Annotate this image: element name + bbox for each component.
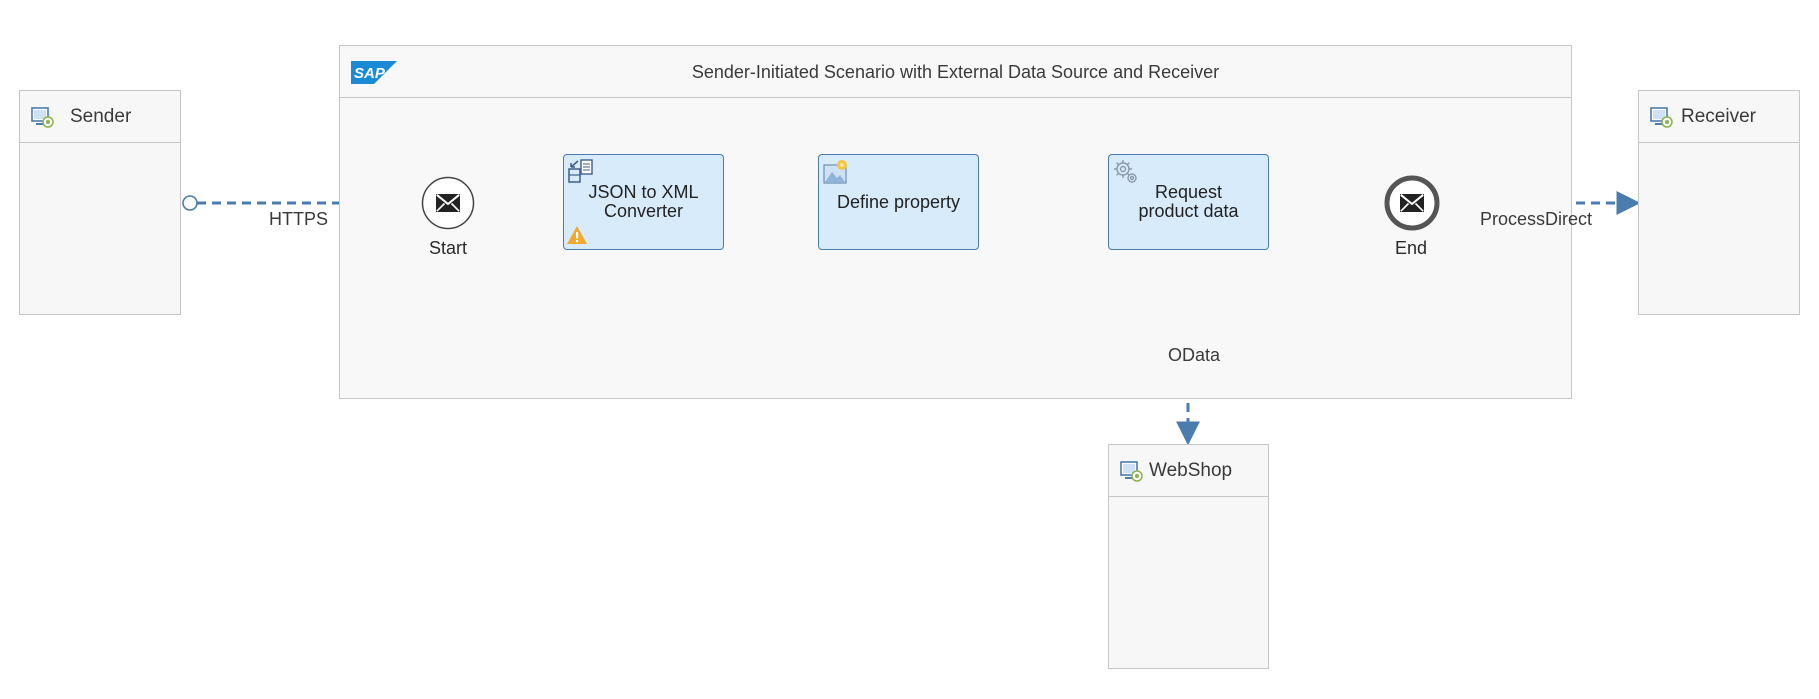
participant-icon bbox=[31, 106, 54, 128]
define-property-step[interactable]: Define property bbox=[818, 154, 979, 250]
participant-icon bbox=[1120, 460, 1143, 482]
define-property-label: Define property bbox=[836, 191, 961, 212]
json-to-xml-converter-label: JSON to XML Converter bbox=[588, 182, 699, 221]
json-to-xml-converter-step[interactable]: JSON to XML Converter bbox=[563, 154, 724, 250]
https-channel-label[interactable]: HTTPS bbox=[269, 209, 329, 229]
converter-icon bbox=[568, 159, 593, 183]
svg-text:SAP: SAP bbox=[354, 65, 386, 82]
processdirect-channel-label[interactable]: ProcessDirect bbox=[1480, 209, 1593, 229]
sender-participant[interactable]: Sender bbox=[19, 90, 181, 315]
end-event-label: End bbox=[1394, 238, 1428, 258]
integration-process-title: Sender-Initiated Scenario with External … bbox=[691, 62, 1220, 82]
request-product-data-label: Request product data bbox=[1138, 182, 1239, 221]
envelope-icon bbox=[1400, 194, 1424, 212]
receiver-participant[interactable]: Receiver bbox=[1638, 90, 1800, 315]
start-event-label: Start bbox=[428, 238, 467, 258]
webshop-participant[interactable]: WebShop bbox=[1108, 444, 1269, 669]
sender-label: Sender bbox=[70, 105, 132, 127]
odata-channel-label[interactable]: OData bbox=[1168, 345, 1221, 365]
receiver-label: Receiver bbox=[1681, 105, 1756, 127]
webshop-label: WebShop bbox=[1149, 459, 1233, 481]
content-modifier-icon bbox=[823, 160, 847, 184]
gear-icon bbox=[1114, 160, 1137, 183]
participant-icon bbox=[1650, 106, 1673, 128]
start-event[interactable] bbox=[421, 176, 475, 230]
envelope-icon bbox=[436, 194, 460, 212]
integration-process-header: SAP Sender-Initiated Scenario with Exter… bbox=[340, 46, 1571, 98]
end-event[interactable] bbox=[1384, 175, 1440, 231]
sap-logo: SAP bbox=[351, 61, 397, 84]
warning-icon[interactable] bbox=[566, 225, 588, 245]
request-product-data-step[interactable]: Request product data bbox=[1108, 154, 1269, 250]
sender-port[interactable] bbox=[182, 195, 198, 211]
